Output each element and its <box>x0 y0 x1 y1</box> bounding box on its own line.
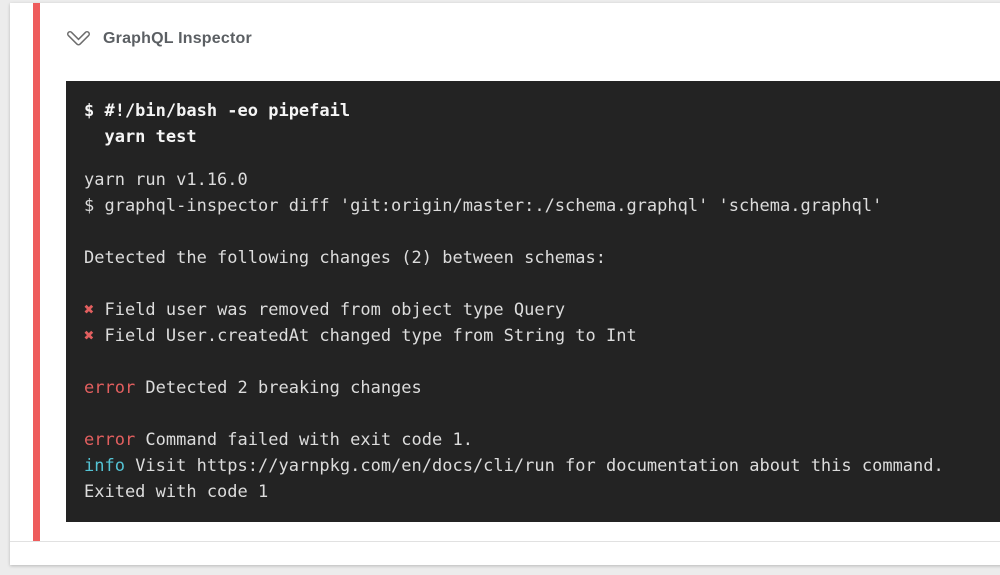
terminal-line: Detected the following changes (2) betwe… <box>84 245 1000 271</box>
terminal-line <box>84 349 1000 375</box>
failed-step-accent-bar <box>33 3 40 541</box>
terminal-line: info Visit https://yarnpkg.com/en/docs/c… <box>84 453 1000 479</box>
terminal-line: yarn test <box>84 124 1000 150</box>
terminal-text-segment: yarn run v1.16.0 <box>84 170 248 190</box>
terminal-line <box>84 219 1000 245</box>
terminal-line: $ graphql-inspector diff 'git:origin/mas… <box>84 193 1000 219</box>
terminal-text-segment: Field User.createdAt changed type from S… <box>94 326 637 346</box>
terminal-line: error Detected 2 breaking changes <box>84 375 1000 401</box>
terminal-line: Exited with code 1 <box>84 479 1000 505</box>
terminal-output-block: yarn run v1.16.0 $ graphql-inspector diff… <box>84 167 1000 505</box>
terminal-text-segment: Command failed with exit code 1. <box>135 430 473 450</box>
terminal-line: yarn run v1.16.0 <box>84 167 1000 193</box>
terminal-text-segment: error <box>84 378 136 398</box>
terminal-text-segment: Detected 2 breaking changes <box>135 378 422 398</box>
terminal-line <box>84 401 1000 427</box>
terminal-text-segment: ✖ <box>84 300 95 320</box>
terminal-line: $ #!/bin/bash -eo pipefail <box>84 98 1000 124</box>
terminal-text-segment: Exited with code 1 <box>84 482 269 502</box>
terminal-text-segment: $ graphql-inspector diff 'git:origin/mas… <box>84 196 883 216</box>
terminal-line: ✖ Field user was removed from object typ… <box>84 297 1000 323</box>
step-section: GraphQL Inspector $ #!/bin/bash -eo pipe… <box>10 3 1000 542</box>
terminal-text-segment: $ #!/bin/bash -eo pipefail <box>84 101 351 121</box>
step-header[interactable]: GraphQL Inspector <box>64 25 252 53</box>
chevron-double-down-icon[interactable] <box>64 27 93 51</box>
terminal-line: ✖ Field User.createdAt changed type from… <box>84 323 1000 349</box>
terminal-text-segment: yarn test <box>84 127 197 147</box>
terminal-text-segment: Detected the following changes (2) betwe… <box>84 248 606 268</box>
terminal-output: $ #!/bin/bash -eo pipefail yarn test yar… <box>66 81 1000 522</box>
terminal-line <box>84 271 1000 297</box>
terminal-command-block: $ #!/bin/bash -eo pipefail yarn test <box>84 98 1000 150</box>
terminal-text-segment: info <box>84 456 125 476</box>
terminal-text-segment: Field user was removed from object type … <box>94 300 566 320</box>
terminal-text-segment: error <box>84 430 136 450</box>
build-step-card: GraphQL Inspector $ #!/bin/bash -eo pipe… <box>10 3 1000 565</box>
step-title: GraphQL Inspector <box>103 30 252 47</box>
terminal-line: error Command failed with exit code 1. <box>84 427 1000 453</box>
terminal-text-segment: ✖ <box>84 326 95 346</box>
terminal-text-segment: Visit https://yarnpkg.com/en/docs/cli/ru… <box>124 456 944 476</box>
